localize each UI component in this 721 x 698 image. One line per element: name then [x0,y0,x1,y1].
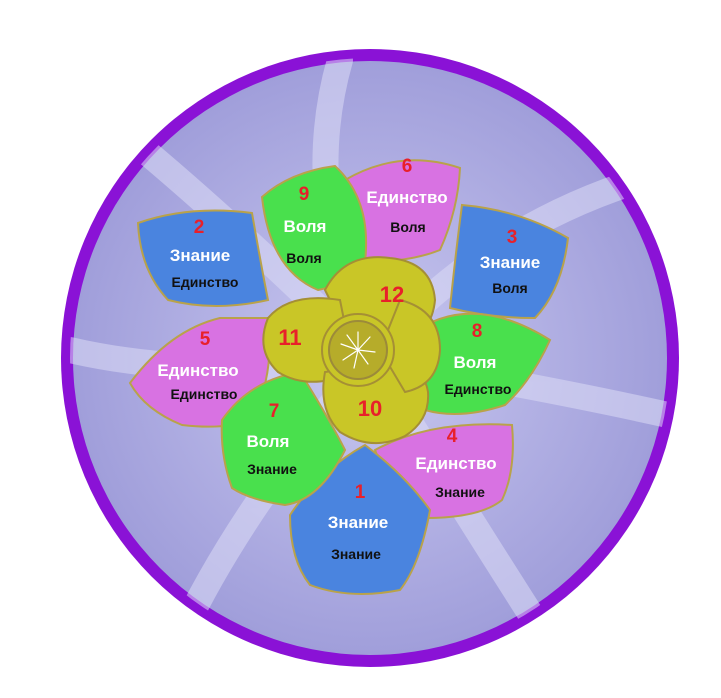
petal-5-line1: Единство [157,361,238,380]
petal-7-number: 7 [269,401,280,422]
petal-4-number: 4 [447,426,458,447]
inner-number-12: 12 [380,282,404,307]
petal-3-number: 3 [507,227,518,248]
petal-8-line1: Воля [454,353,497,372]
petal-7-line1: Воля [247,432,290,451]
petal-1-line1: Знание [328,513,389,532]
petal-4-line1: Единство [415,454,496,473]
petal-9-line2: Воля [286,250,321,266]
petal-2-line1: Знание [170,246,231,265]
petal-5-number: 5 [200,329,211,350]
petal-6-line2: Воля [390,219,425,235]
petal-1-line2: Знание [331,546,381,562]
petal-2-line2: Единство [172,274,239,290]
inner-petal-right [378,298,442,394]
petal-2 [136,209,270,307]
inner-number-11: 11 [278,325,301,350]
petal-6-line1: Единство [366,188,447,207]
petal-8-number: 8 [472,321,483,342]
petal-9-number: 9 [299,184,310,205]
petal-4-line2: Знание [435,484,485,500]
petal-6-number: 6 [402,156,413,177]
petal-9-line1: Воля [284,217,327,236]
petal-5-line2: Единство [171,386,238,402]
spark-icon [340,331,376,369]
inner-flower [262,256,442,445]
petal-2-number: 2 [194,217,205,238]
inner-number-10: 10 [358,396,382,421]
petal-3-line2: Воля [492,280,527,296]
petal-3-line1: Знание [480,253,541,272]
petal-1-number: 1 [355,482,366,503]
petal-8-line2: Единство [445,381,512,397]
petal-7-line2: Знание [247,461,297,477]
petal-3 [448,203,570,320]
